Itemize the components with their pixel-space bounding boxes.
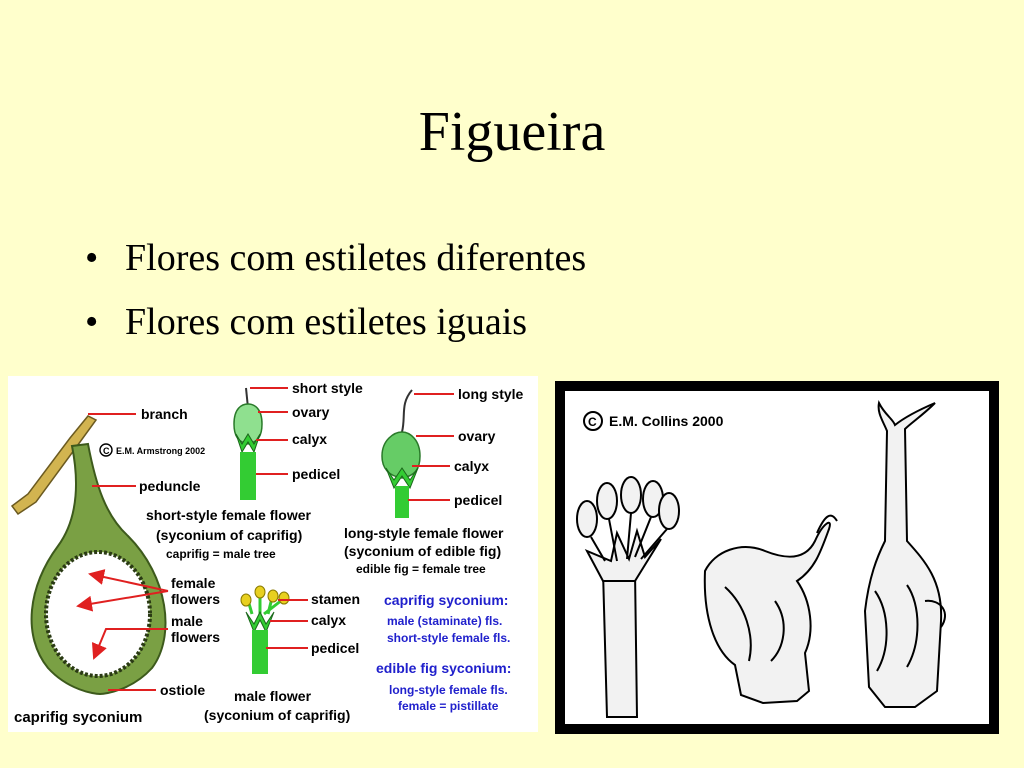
- long-style-ovary: [381, 431, 421, 479]
- short-style-flower-drawing: [703, 514, 838, 705]
- bullet-dot: •: [85, 237, 99, 279]
- copyright-text: E.M. Collins 2000: [609, 413, 724, 429]
- label-ostiole: ostiole: [160, 682, 205, 698]
- legend-edible-line1: long-style female fls.: [389, 683, 508, 697]
- bullet-item: • Flores com estiletes iguais: [85, 296, 586, 360]
- label-male-flowers-2: flowers: [171, 629, 220, 645]
- copyright-symbol: C: [103, 446, 110, 456]
- copyright-icon: [99, 443, 113, 457]
- female-arrow-1: [88, 569, 169, 592]
- fig-diagram-svg: branch C E.M. Armstrong 2002 peduncle fe…: [10, 380, 524, 726]
- caption-male-2: (syconium of caprifig): [204, 707, 350, 723]
- bullet-dot: •: [85, 301, 99, 343]
- label-short-style: short style: [292, 380, 363, 396]
- legend-caprifig-line2: short-style female fls.: [387, 631, 510, 645]
- male-arrow: [91, 628, 168, 660]
- caption-ls-2: (syconium of edible fig): [344, 543, 501, 559]
- label-branch: branch: [141, 406, 188, 422]
- caption-ss-3: caprifig = male tree: [166, 547, 276, 561]
- caption-ss-1: short-style female flower: [146, 507, 311, 523]
- copyright-symbol: C: [588, 415, 597, 429]
- long-style-pedicel: [395, 486, 409, 518]
- label-long-style: long style: [458, 386, 524, 402]
- fig-diagram-armstrong: branch C E.M. Armstrong 2002 peduncle fe…: [8, 376, 538, 732]
- fig-drawing-collins: C E.M. Collins 2000: [555, 381, 999, 734]
- label-ss-pedicel: pedicel: [292, 466, 340, 482]
- label-peduncle: peduncle: [139, 478, 201, 494]
- legend-caprifig-title: caprifig syconium:: [384, 592, 508, 608]
- slide-title: Figueira: [418, 101, 606, 163]
- legend-caprifig-line1: male (staminate) fls.: [387, 614, 502, 628]
- bullet-text: Flores com estiletes iguais: [125, 301, 528, 343]
- caption-ss-2: (syconium of caprifig): [156, 527, 302, 543]
- short-style-pedicel: [240, 452, 256, 500]
- bullet-list: • Flores com estiletes diferentes • Flores…: [85, 232, 586, 360]
- long-style-calyx: [385, 467, 419, 490]
- label-male-flowers-1: male: [171, 613, 203, 629]
- bullet-item: • Flores com estiletes diferentes: [85, 232, 586, 296]
- branch-shape: [10, 415, 98, 516]
- label-ss-ovary: ovary: [292, 404, 330, 420]
- label-male-pedicel: pedicel: [311, 640, 359, 656]
- male-flower-drawing: [576, 476, 680, 718]
- legend-edible-line2: female = pistillate: [398, 699, 499, 713]
- label-male-calyx: calyx: [311, 612, 346, 628]
- label-ls-calyx: calyx: [454, 458, 489, 474]
- label-female-flowers-1: female: [171, 575, 216, 591]
- label-ls-ovary: ovary: [458, 428, 496, 444]
- fig-drawing-svg: C E.M. Collins 2000: [576, 399, 946, 718]
- female-arrow-2: [76, 590, 169, 612]
- caption-caprifig-syconium: caprifig syconium: [14, 709, 142, 726]
- copyright-icon: [583, 411, 603, 431]
- legend-edible-title: edible fig syconium:: [376, 660, 511, 676]
- short-style-calyx: [235, 433, 261, 454]
- label-stamen: stamen: [311, 591, 360, 607]
- bullet-text: Flores com estiletes diferentes: [125, 237, 587, 279]
- caption-male-1: male flower: [234, 688, 312, 704]
- label-ls-pedicel: pedicel: [454, 492, 502, 508]
- long-style-stalk: [401, 389, 413, 433]
- caption-ls-3: edible fig = female tree: [356, 562, 486, 576]
- long-style-flower-drawing: [863, 399, 946, 708]
- label-ss-calyx: calyx: [292, 431, 327, 447]
- caption-ls-1: long-style female flower: [344, 525, 504, 541]
- label-female-flowers-2: flowers: [171, 591, 220, 607]
- copyright-text: E.M. Armstrong 2002: [116, 446, 205, 456]
